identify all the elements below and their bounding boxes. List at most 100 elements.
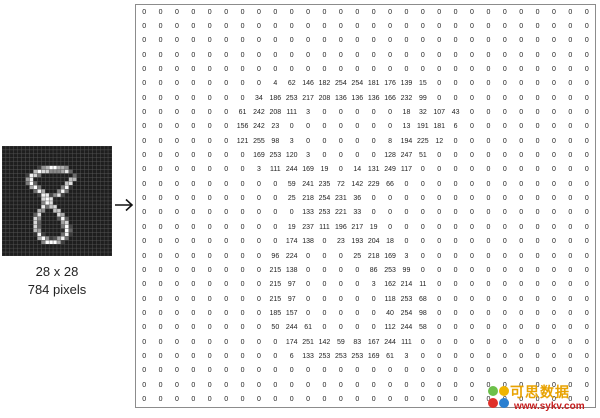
pixel-value-cell: 0 <box>224 396 229 404</box>
pixel-value-cell: 0 <box>584 123 589 131</box>
pixel-value-cell: 0 <box>240 252 245 260</box>
pixel-value-cell: 0 <box>175 252 179 260</box>
thumbnail-pixel <box>33 204 38 210</box>
thumbnail-pixel <box>64 196 69 202</box>
pixel-value-cell: 0 <box>355 66 360 74</box>
thumbnail-pixel <box>2 189 7 194</box>
thumbnail-pixel <box>25 200 30 206</box>
pixel-value-cell: 111 <box>270 166 281 174</box>
pixel-value-cell: 0 <box>486 352 491 360</box>
pixel-value-cell: 0 <box>584 166 589 174</box>
thumbnail-pixel <box>103 165 109 170</box>
pixel-value-cell: 242 <box>253 109 265 117</box>
pixel-value-cell: 97 <box>287 295 296 303</box>
pixel-value-cell: 242 <box>253 123 265 131</box>
thumbnail-pixel <box>92 216 97 221</box>
thumbnail-pixel <box>52 236 58 241</box>
pixel-value-cell: 255 <box>253 137 265 145</box>
thumbnail-pixel <box>45 181 50 186</box>
thumbnail-pixel <box>21 228 26 233</box>
pixel-value-cell: 0 <box>256 223 261 231</box>
pixel-value-cell: 0 <box>273 37 278 45</box>
thumbnail-pixel <box>9 146 14 151</box>
pixel-value-cell: 0 <box>453 66 458 74</box>
pixel-value-cell: 3 <box>404 352 409 360</box>
pixel-value-cell: 0 <box>535 252 540 260</box>
pixel-value-cell: 0 <box>175 324 179 332</box>
pixel-value-cell: 0 <box>584 8 589 16</box>
thumbnail-pixel <box>37 216 42 221</box>
thumbnail-pixel <box>64 224 69 229</box>
thumbnail-pixel <box>96 153 101 158</box>
pixel-value-cell: 111 <box>401 338 412 346</box>
thumbnail-pixel <box>21 251 26 256</box>
pixel-value-cell: 0 <box>256 281 261 289</box>
thumbnail-pixel <box>56 228 62 233</box>
thumbnail-pixel <box>68 232 73 237</box>
thumbnail-pixel <box>56 220 62 225</box>
pixel-value-cell: 0 <box>322 152 327 160</box>
thumbnail-pixel <box>80 181 85 186</box>
thumbnail-pixel <box>52 146 58 151</box>
thumbnail-pixel <box>13 244 18 249</box>
thumbnail-pixel <box>37 208 42 213</box>
thumbnail-pixel <box>103 196 109 202</box>
thumbnail-pixel <box>64 216 69 221</box>
pixel-value-cell: 0 <box>486 252 491 260</box>
thumbnail-pixel <box>88 212 93 217</box>
thumbnail-pixel <box>13 224 18 229</box>
pixel-value-cell: 0 <box>453 309 458 317</box>
thumbnail-pixel <box>92 244 97 249</box>
thumbnail-pixel <box>107 208 112 213</box>
pixel-value-cell: 181 <box>367 80 380 88</box>
thumbnail-pixel <box>41 173 46 178</box>
thumbnail-pixel <box>107 236 112 241</box>
pixel-value-cell: 0 <box>322 51 327 59</box>
pixel-value-cell: 0 <box>568 281 573 289</box>
thumbnail-pixel <box>21 165 26 170</box>
pixel-value-cell: 0 <box>207 367 212 375</box>
pixel-value-cell: 0 <box>584 137 589 145</box>
thumbnail-pixel <box>84 169 89 174</box>
thumbnail-pixel <box>64 192 69 198</box>
thumbnail-pixel <box>2 165 7 170</box>
thumbnail-pixel <box>96 173 101 178</box>
thumbnail-pixel <box>56 232 62 237</box>
pixel-value-cell: 0 <box>519 8 524 16</box>
thumbnail-pixel <box>76 220 81 225</box>
thumbnail-pixel <box>84 181 89 186</box>
pixel-value-cell: 0 <box>552 8 556 16</box>
thumbnail-pixel <box>41 232 46 237</box>
thumbnail-pixel <box>41 251 46 256</box>
pixel-value-cell: 0 <box>355 281 360 289</box>
thumbnail-pixel <box>37 251 42 256</box>
thumbnail-pixel <box>5 173 11 178</box>
thumbnail-pixel <box>80 228 85 233</box>
thumbnail-pixel <box>17 192 22 198</box>
thumbnail-pixel <box>33 153 38 158</box>
pixel-value-cell: 0 <box>142 137 147 145</box>
thumbnail-pixel <box>103 232 109 237</box>
thumbnail-pixel <box>37 177 42 182</box>
pixel-value-cell: 0 <box>437 309 442 317</box>
pixel-value-cell: 182 <box>318 80 331 88</box>
pixel-value-cell: 0 <box>224 252 229 260</box>
pixel-value-cell: 0 <box>552 37 556 45</box>
pixel-value-cell: 0 <box>191 252 196 260</box>
thumbnail-pixel <box>96 161 101 166</box>
thumbnail-pixel <box>13 192 18 198</box>
thumbnail-pixel <box>72 200 77 206</box>
pixel-value-cell: 0 <box>224 66 229 74</box>
pixel-value-cell: 0 <box>355 309 360 317</box>
thumbnail-pixel <box>33 146 38 151</box>
thumbnail-pixel <box>13 153 18 158</box>
pixel-value-cell: 0 <box>502 309 507 317</box>
pixel-value-cell: 241 <box>302 180 314 188</box>
thumbnail-pixel <box>72 181 77 186</box>
pixel-value-cell: 0 <box>158 66 163 74</box>
pixel-value-cell: 0 <box>519 66 524 74</box>
thumbnail-pixel <box>5 244 11 249</box>
thumbnail-pixel <box>2 192 7 198</box>
pixel-value-cell: 120 <box>285 152 298 160</box>
